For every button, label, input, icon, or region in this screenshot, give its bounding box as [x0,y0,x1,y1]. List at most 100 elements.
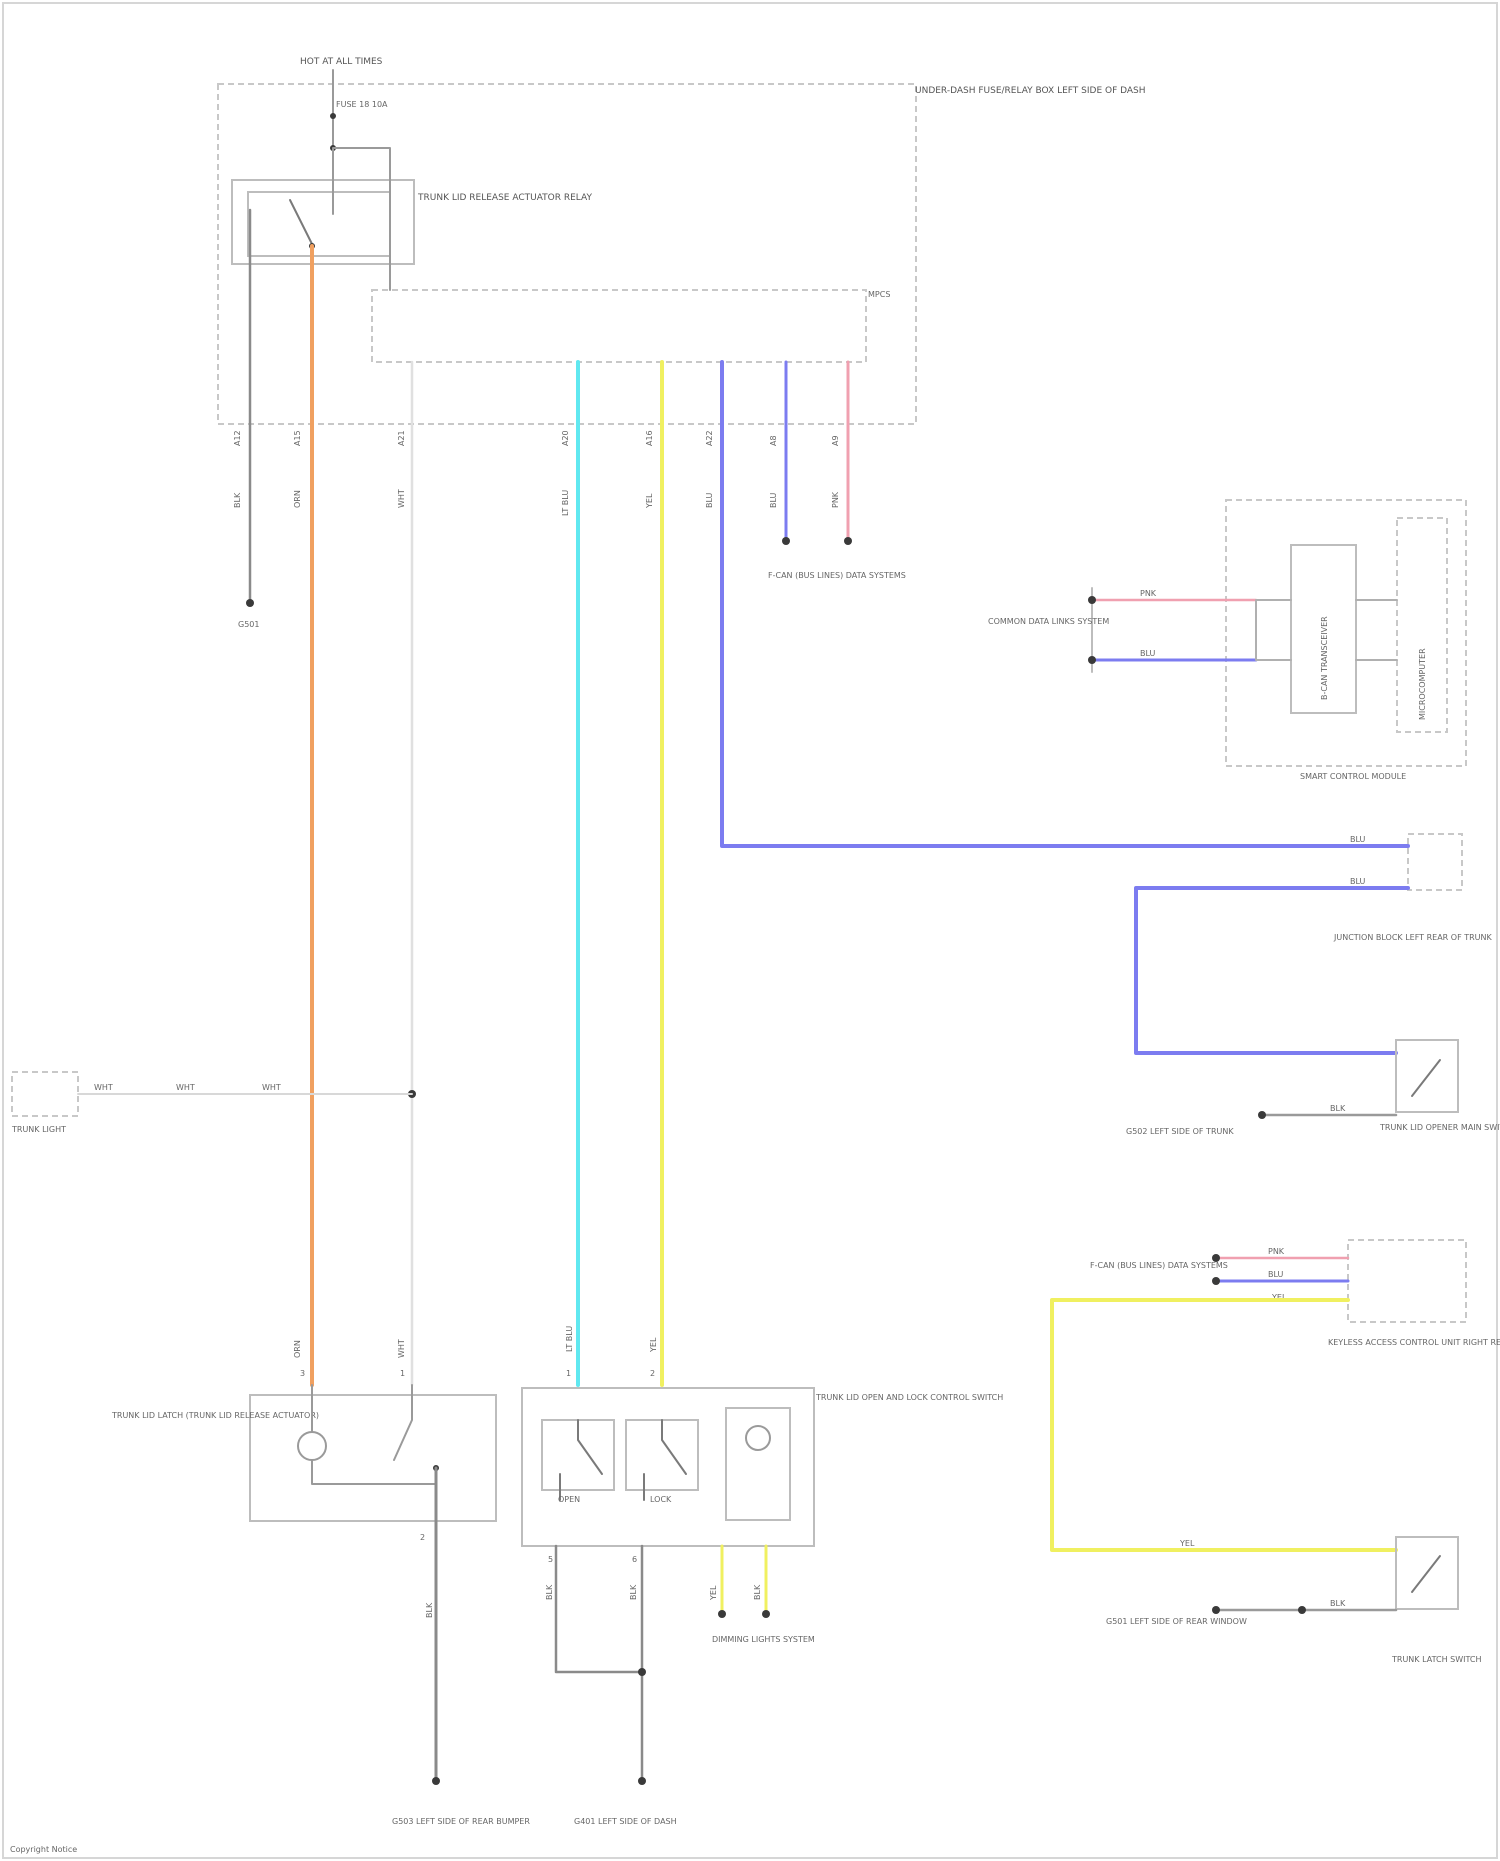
control-wire-5: YEL [709,1585,718,1601]
trunk-lid-switch-label: TRUNK LID OPENER MAIN SWITCH [1379,1123,1500,1132]
can-right-dot-1 [1088,596,1096,604]
keyless-wire-label-2: BLU [1268,1270,1284,1279]
pin-label-7: A8 [769,435,778,446]
junction-wire-label-2: BLU [1350,877,1366,886]
footer-text: Copyright Notice [10,1845,77,1854]
can-top-dot-2 [844,537,852,545]
wire-label-8: PNK [831,491,840,508]
actuator-internal [312,1385,436,1484]
pin-label-6: A22 [705,430,714,446]
fuse-label: FUSE 18 10A [336,100,388,109]
trunk-light-wire-label-1: WHT [94,1083,113,1092]
smart-module-outline [1226,500,1466,766]
dimming-lights-label: DIMMING LIGHTS SYSTEM [712,1635,815,1644]
pin-label-3: A21 [397,430,406,446]
pin-label-4: A20 [561,430,570,446]
can-system-label: COMMON DATA LINKS SYSTEM [988,617,1109,626]
control-junction-dot [638,1668,646,1676]
actuator-wire-3: BLK [425,1602,434,1618]
trunk-lid-actuator: TRUNK LID LATCH (TRUNK LID RELEASE ACTUA… [111,1339,530,1826]
relay-switch-blade [290,200,312,244]
junction-wire-label-1: BLU [1350,835,1366,844]
dimming-wires [722,1546,766,1614]
relay-coil-wire [333,148,390,256]
actuator-motor-icon [298,1432,326,1460]
control-wire-3: BLK [545,1584,554,1600]
actuator-label: TRUNK LID LATCH (TRUNK LID RELEASE ACTUA… [111,1411,319,1420]
control-pin-4: 6 [632,1555,637,1564]
transceiver-label: B-CAN TRANSCEIVER [1320,616,1329,700]
smart-module-label: SMART CONTROL MODULE [1300,772,1406,781]
trunk-light: TRUNK LIGHT WHT WHT WHT [11,1072,412,1134]
keyless-module: KEYLESS ACCESS CONTROL UNIT RIGHT REAR O… [1052,1240,1500,1550]
ground-left-label: G501 [238,620,259,629]
control-ground-wires [556,1546,642,1783]
pin-label-5: A16 [645,430,654,446]
actuator-ground-label: G503 LEFT SIDE OF REAR BUMPER [392,1817,530,1826]
trunk-light-wire-label-2: WHT [176,1083,195,1092]
control-wire-1: LT BLU [565,1326,574,1352]
pin-label-1: A12 [233,430,242,446]
actuator-pin-1: 3 [300,1369,305,1378]
lock-switch-label: LOCK [650,1495,672,1504]
hot-at-all-times-label: HOT AT ALL TIMES [300,57,383,67]
wire-label-7: BLU [769,492,778,508]
page-border [3,3,1497,1858]
latch-ground-dot-1 [1212,1606,1220,1614]
switch-ground-dot [1258,1111,1266,1119]
latch-ground-dot-2 [1298,1606,1306,1614]
mpcs-module-box [372,290,866,362]
keyless-module-box [1348,1240,1466,1322]
indicator-box [726,1408,790,1520]
latch-wire-label: YEL [1179,1539,1195,1548]
can-wire-label-1: PNK [1140,589,1157,598]
wire-label-6: BLU [705,492,714,508]
wire-label-3: WHT [397,489,406,508]
can-right-dot-2 [1088,656,1096,664]
trunk-light-wire-label-3: WHT [262,1083,281,1092]
underdash-fuse-relay-box: HOT AT ALL TIMES FUSE 18 10A UNDER-DASH … [218,57,1146,516]
keyless-dot-2 [1212,1277,1220,1285]
wire-label-2: ORN [293,490,302,508]
junction-and-switch: BLU BLU JUNCTION BLOCK LEFT REAR OF TRUN… [1126,834,1500,1136]
can-top-label: F-CAN (BUS LINES) DATA SYSTEMS [768,571,906,580]
smart-control-module: B-CAN TRANSCEIVER MICROCOMPUTER SMART CO… [988,500,1466,781]
actuator-wire-2: WHT [397,1339,406,1358]
can-wire-label-2: BLU [1140,649,1156,658]
switch-ground-wire-label: BLK [1330,1104,1346,1113]
control-ground-dot [638,1777,646,1785]
wire-label-1: BLK [233,492,242,508]
wire-label-4: LT BLU [561,490,570,516]
keyless-wire-label-1: PNK [1268,1247,1285,1256]
actuator-pin-3: 2 [420,1533,425,1542]
bottom-ground-label: G401 LEFT SIDE OF DASH [574,1817,677,1826]
open-lock-control-switch: TRUNK LID OPEN AND LOCK CONTROL SWITCH O… [522,1326,1003,1826]
underdash-box-label: UNDER-DASH FUSE/RELAY BOX LEFT SIDE OF D… [915,86,1146,96]
latch-ground-label: G501 LEFT SIDE OF REAR WINDOW [1106,1617,1247,1626]
microcomputer-label: MICROCOMPUTER [1418,648,1427,720]
can-top-dot-1 [782,537,790,545]
trunk-light-label: TRUNK LIGHT [11,1125,66,1134]
actuator-ground-dot [432,1777,440,1785]
pin-label-8: A9 [831,435,840,446]
indicator-lamp-icon [746,1426,770,1450]
control-pin-1: 1 [566,1369,571,1378]
lock-switch-blade [644,1420,686,1500]
latch-switch-blade [1412,1556,1440,1592]
junction-box [1408,834,1462,890]
junction-label: JUNCTION BLOCK LEFT REAR OF TRUNK [1333,933,1493,942]
pin-label-2: A15 [293,430,302,446]
open-switch-label: OPEN [558,1495,580,1504]
wire-blue-switch [1136,888,1408,1053]
wire-label-5: YEL [645,493,654,509]
ground-left-dot [246,599,254,607]
relay-inner-box [248,192,390,256]
underdash-box-outline [218,84,916,424]
dimming-dot-2 [762,1610,770,1618]
latch-switch: TRUNK LATCH SWITCH YEL BLK G501 LEFT SID… [1106,1537,1482,1664]
latch-switch-label: TRUNK LATCH SWITCH [1391,1655,1482,1664]
control-pin-3: 5 [548,1555,553,1564]
control-wire-2: YEL [649,1337,658,1353]
